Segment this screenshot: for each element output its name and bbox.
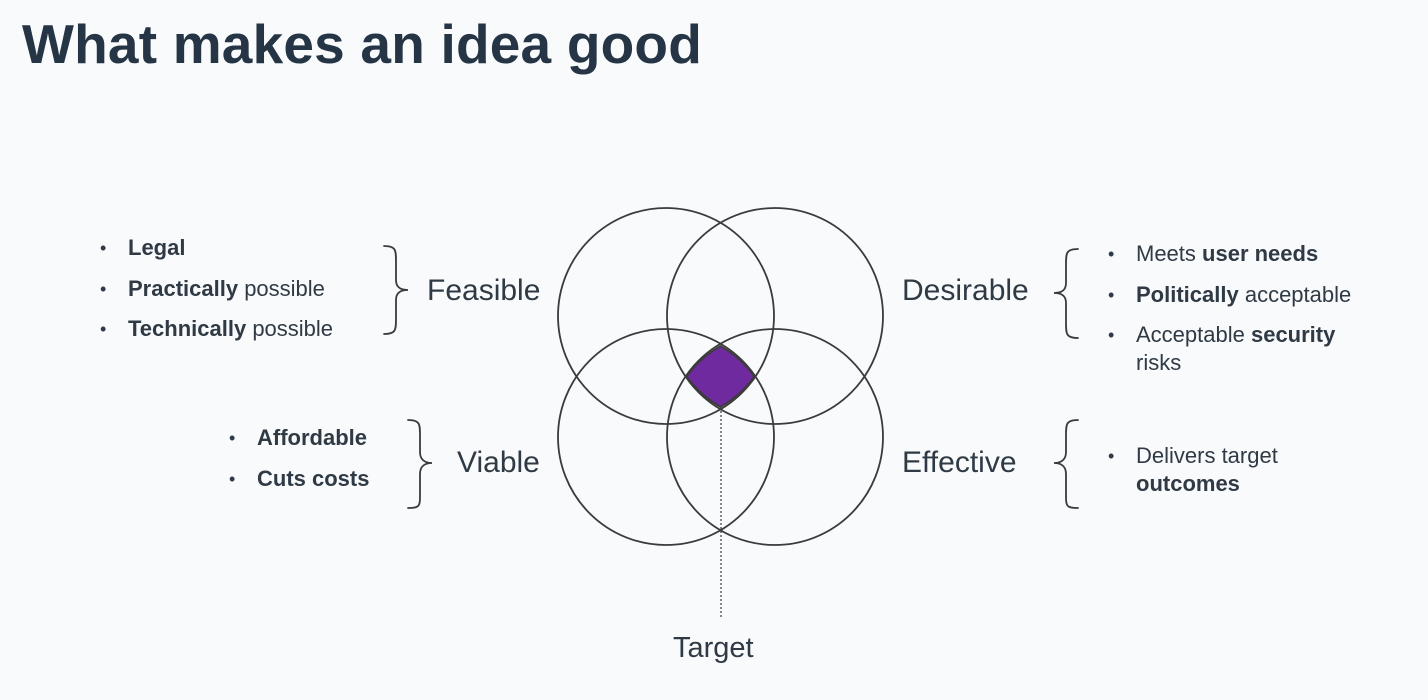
viable-bullets: Affordable Cuts costs	[229, 424, 369, 505]
list-item: Legal	[100, 234, 333, 262]
feasible-label: Feasible	[427, 274, 541, 307]
feasible-brace	[383, 245, 409, 335]
list-item: Affordable	[229, 424, 369, 452]
feasible-circle	[557, 207, 775, 425]
target-intersection	[685, 344, 756, 409]
viable-circle	[557, 328, 775, 546]
target-label: Target	[673, 632, 754, 664]
list-item: Politically acceptable	[1108, 281, 1408, 309]
list-item: Technically possible	[100, 315, 333, 343]
viable-brace	[407, 419, 433, 509]
desirable-label: Desirable	[902, 274, 1029, 307]
list-item: Meets user needs	[1108, 240, 1408, 268]
desirable-circle	[666, 207, 884, 425]
desirable-brace	[1053, 248, 1079, 339]
list-item: Delivers target outcomes	[1108, 442, 1326, 498]
effective-brace	[1053, 419, 1079, 509]
feasible-bullets: Legal Practically possible Technically p…	[100, 234, 333, 356]
effective-bullets: Delivers target outcomes	[1108, 442, 1326, 511]
page-title: What makes an idea good	[22, 13, 703, 75]
list-item: Acceptable security risks	[1108, 321, 1376, 377]
list-item: Cuts costs	[229, 465, 369, 493]
effective-circle	[666, 328, 884, 546]
effective-label: Effective	[902, 446, 1017, 479]
list-item: Practically possible	[100, 275, 333, 303]
viable-label: Viable	[457, 446, 540, 479]
desirable-bullets: Meets user needs Politically acceptable …	[1108, 240, 1408, 390]
